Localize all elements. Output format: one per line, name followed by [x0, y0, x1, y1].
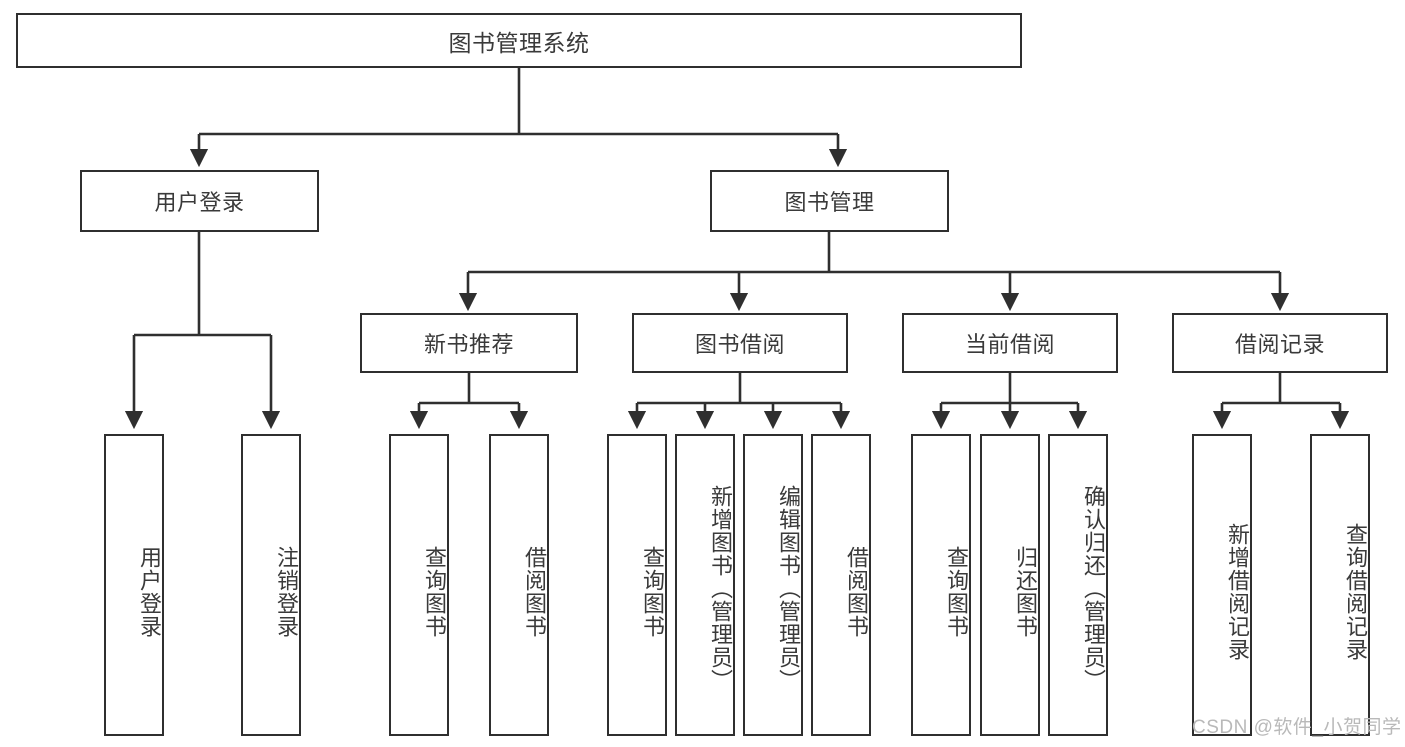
node-book-borrow[interactable]: 图书借阅: [632, 313, 848, 373]
node-user-login[interactable]: 用户登录: [80, 170, 319, 232]
leaf-logout[interactable]: 注销登录: [241, 434, 301, 736]
node-new-book-recommend[interactable]: 新书推荐: [360, 313, 578, 373]
watermark-csdn: CSDN @软件_小贺同学: [1192, 717, 1402, 738]
leaf-edit-book-admin[interactable]: 编辑图书（管理员）: [743, 434, 803, 736]
leaf-borrow-book[interactable]: 借阅图书: [811, 434, 871, 736]
leaf-add-borrow-record[interactable]: 新增借阅记录: [1192, 434, 1252, 736]
leaf-return-book[interactable]: 归还图书: [980, 434, 1040, 736]
leaf-query-book-borrow[interactable]: 查询图书: [607, 434, 667, 736]
leaf-borrow-book-recommend[interactable]: 借阅图书: [489, 434, 549, 736]
leaf-confirm-return-admin[interactable]: 确认归还（管理员）: [1048, 434, 1108, 736]
leaf-query-borrow-record[interactable]: 查询借阅记录: [1310, 434, 1370, 736]
leaf-query-book-recommend[interactable]: 查询图书: [389, 434, 449, 736]
node-book-management[interactable]: 图书管理: [710, 170, 949, 232]
leaf-query-book-current[interactable]: 查询图书: [911, 434, 971, 736]
leaf-user-login[interactable]: 用户登录: [104, 434, 164, 736]
node-root-system[interactable]: 图书管理系统: [16, 13, 1022, 68]
node-current-borrow[interactable]: 当前借阅: [902, 313, 1118, 373]
leaf-add-book-admin[interactable]: 新增图书（管理员）: [675, 434, 735, 736]
node-borrow-record[interactable]: 借阅记录: [1172, 313, 1388, 373]
